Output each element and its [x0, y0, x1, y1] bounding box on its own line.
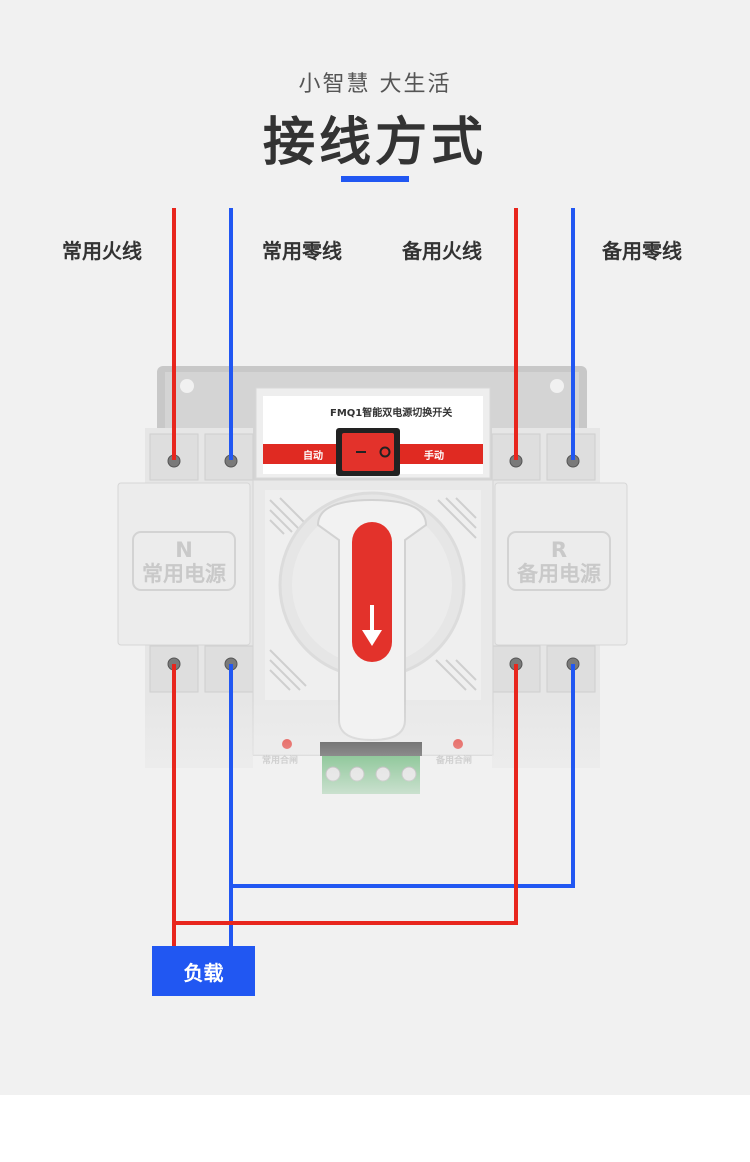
backup-source-letter: R	[550, 538, 568, 562]
normal-source-letter: N	[175, 538, 193, 562]
label-backup-live: 备用火线	[402, 239, 482, 263]
load-box: 负载	[152, 946, 255, 996]
page-title: 接线方式	[262, 113, 487, 173]
label-normal-live: 常用火线	[62, 239, 142, 263]
mode-manual-label: 手动	[424, 451, 444, 462]
device-reflection-fade	[110, 700, 640, 820]
indicator-normal-label: 常用合闸	[262, 756, 299, 766]
label-backup-neutral: 备用零线	[602, 239, 682, 263]
page-subtitle: 小智慧 大生活	[298, 72, 452, 97]
product-model-title: FMQ1智能双电源切换开关	[330, 408, 453, 419]
wire-backup-neutral-loop	[231, 664, 575, 888]
wiring-diagram	[110, 208, 640, 946]
title-underline	[341, 176, 409, 182]
canvas: 小智慧 大生活 接线方式 常用火线 常用零线 备用火线 备用零线	[0, 0, 750, 1095]
backup-source-cover	[494, 482, 628, 646]
indicator-backup-label: 备用合闸	[436, 756, 473, 766]
mode-auto-label: 自动	[303, 451, 323, 462]
label-normal-neutral: 常用零线	[262, 239, 342, 263]
normal-source-cover	[117, 482, 251, 646]
normal-source-name: 常用电源	[142, 562, 226, 586]
backup-source-name: 备用电源	[517, 562, 601, 586]
center-top-panel	[255, 387, 491, 479]
wire-backup-live-loop	[174, 664, 518, 925]
